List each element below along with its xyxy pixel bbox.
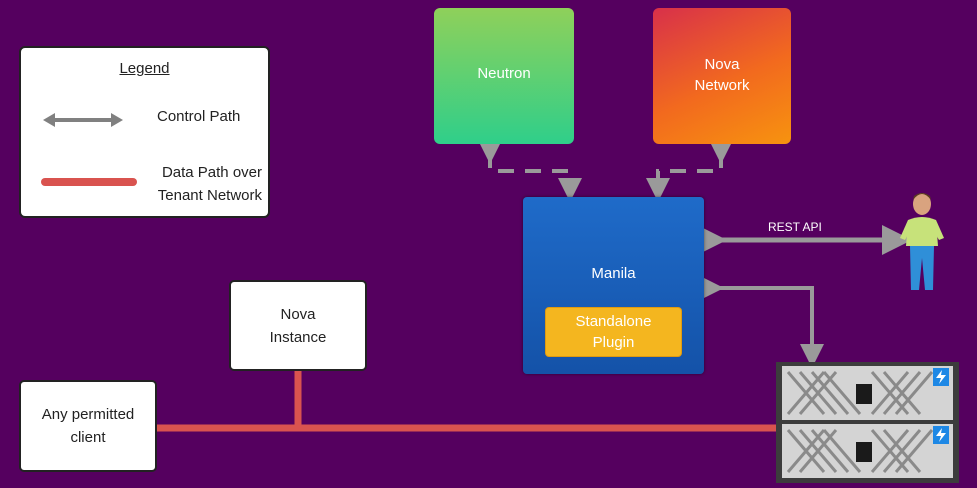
manila-label: Manila <box>591 265 636 282</box>
client-node: Any permitted client <box>19 380 157 472</box>
legend-panel: Legend Control Path Data Path over Tenan… <box>19 46 270 218</box>
nova-network-control-path <box>646 140 733 202</box>
storage-control-path <box>700 276 824 368</box>
manila-node: Manila Standalone Plugin <box>523 197 704 374</box>
data-path-line <box>155 371 778 432</box>
neutron-label: Neutron <box>477 64 531 82</box>
neutron-node: Neutron <box>434 8 574 144</box>
nova-network-node: Nova Network <box>653 8 791 144</box>
legend-title: Legend <box>119 60 170 77</box>
rest-api-label: REST API <box>768 220 822 234</box>
standalone-plugin: Standalone Plugin <box>545 307 682 357</box>
nova-network-label: Nova Network <box>694 56 750 94</box>
data-path-line-icon <box>41 178 137 186</box>
control-path-arrow-icon <box>43 113 123 127</box>
legend-control-path-label: Control Path <box>157 108 241 125</box>
neutron-control-path <box>478 140 582 202</box>
legend-data-path-label: Data Path over Tenant Network <box>157 164 262 204</box>
storage-array <box>776 362 959 483</box>
storage-array-icon <box>776 362 959 483</box>
nova-instance-node: Nova Instance <box>229 280 367 371</box>
user-icon <box>900 193 944 290</box>
